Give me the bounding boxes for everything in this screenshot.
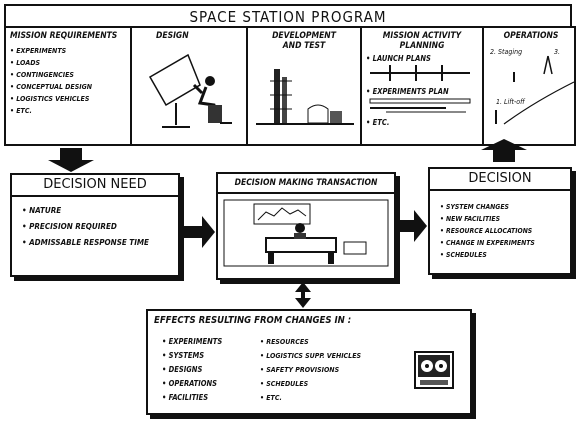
mission-activity-column: MISSION ACTIVITY PLANNING • LAUNCH PLANS… [362,28,484,144]
program-phases-row: MISSION REQUIREMENTS EXPERIMENTS LOADS C… [4,26,576,146]
mission-activity-title-line1: MISSION ACTIVITY [382,31,462,41]
list-item: DESIGNS [162,363,222,377]
step3-label: 3. [554,48,561,56]
effects-box: EFFECTS RESULTING FROM CHANGES IN : EXPE… [146,309,472,415]
list-item: PRECISION REQUIRED [22,219,178,235]
tape-reel-icon [414,351,454,389]
effects-left-list: EXPERIMENTS SYSTEMS DESIGNS OPERATIONS F… [162,335,223,405]
list-item: RESOURCES [260,335,361,349]
list-item: CONTINGENCIES [10,69,126,81]
staging-label: 2. Staging [490,48,523,56]
development-title-line1: DEVELOPMENT [272,31,336,41]
mission-activity-etc: • ETC. [366,118,390,127]
design-column: DESIGN [132,28,248,144]
decision-title: DECISION [430,169,570,191]
launch-plans-text: LAUNCH PLANS [372,54,431,63]
mission-activity-etc-text: ETC. [372,118,390,127]
list-item: EXPERIMENTS [162,335,223,349]
mission-requirements-column: MISSION REQUIREMENTS EXPERIMENTS LOADS C… [6,28,132,144]
decision-need-title: DECISION NEED [12,175,178,197]
list-item: CONCEPTUAL DESIGN [10,81,126,93]
effects-right-list: RESOURCES LOGISTICS SUPP. VEHICLES SAFET… [260,335,361,405]
experiments-plan-label: • EXPERIMENTS PLAN [366,87,449,96]
list-item: SCHEDULES [260,377,361,391]
launch-trajectory-illustration [495,55,575,125]
list-item: LOADS [10,57,126,69]
list-item: SAFETY PROVISIONS [260,363,361,377]
double-arrow [295,282,311,308]
down-arrow [48,148,94,172]
development-test-column: DEVELOPMENT AND TEST [248,28,362,144]
list-item: ETC. [10,105,126,117]
experiments-plan-text: EXPERIMENTS PLAN [372,87,449,96]
effects-title: EFFECTS RESULTING FROM CHANGES IN : [154,315,352,326]
mission-requirements-title: MISSION REQUIREMENTS [10,31,118,41]
right-arrow-decision [398,210,427,242]
list-item: OPERATIONS [162,377,222,391]
program-title: SPACE STATION PROGRAM [4,4,572,26]
operations-column: OPERATIONS 2. Staging 3. 1. Lift-off [484,28,576,144]
experiments-schedule-icon [369,98,471,113]
development-title-line2: AND TEST [282,41,326,51]
list-item: FACILITIES [162,391,222,405]
launch-pad-illustration [256,69,354,125]
list-item: RESOURCE ALLOCATIONS [440,225,570,237]
list-item: CHANGE IN EXPERIMENTS [440,237,570,249]
list-item: ADMISSABLE RESPONSE TIME [22,235,178,248]
launch-plans-label: • LAUNCH PLANS [366,54,431,63]
list-item: SYSTEM CHANGES [440,201,570,213]
mission-activity-title: MISSION ACTIVITY PLANNING [366,31,478,51]
right-arrow-need [184,216,215,248]
list-item: SCHEDULES [440,249,570,261]
decision-need-box: DECISION NEED NATURE PRECISION REQUIRED … [10,173,180,277]
list-item: NEW FACILITIES [440,213,570,225]
up-arrow [481,139,527,162]
transaction-box: DECISION MAKING TRANSACTION [216,172,396,280]
launch-timeline-icon [370,65,470,81]
decision-box: DECISION SYSTEM CHANGES NEW FACILITIES R… [428,167,572,275]
list-item: LOGISTICS VEHICLES [10,93,126,105]
development-title: DEVELOPMENT AND TEST [252,31,356,51]
mission-activity-title-line2: PLANNING [399,41,445,51]
operator-desk-illustration [223,199,389,267]
list-item: ETC. [260,391,361,405]
design-title: DESIGN [156,31,189,41]
operations-title: OPERATIONS [503,31,559,41]
transaction-title: DECISION MAKING TRANSACTION [218,174,394,194]
list-item: SYSTEMS [162,349,222,363]
drafting-table-illustration [148,53,232,128]
liftoff-label: 1. Lift-off [496,98,525,106]
list-item: EXPERIMENTS [10,45,126,57]
list-item: NATURE [22,203,178,219]
list-item: LOGISTICS SUPP. VEHICLES [260,349,361,363]
mission-requirements-list: EXPERIMENTS LOADS CONTINGENCIES CONCEPTU… [10,45,126,117]
